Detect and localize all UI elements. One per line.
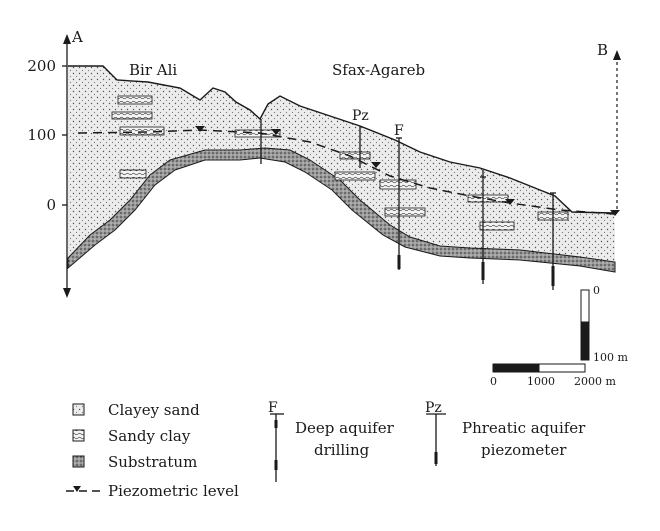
substratum-layer [67,147,616,273]
horizontal-scale-bar [492,363,586,373]
place-bir-ali: Bir Ali [129,61,177,79]
legend-phreatic-symbol-label: Pz [425,400,442,416]
legend-deep-well-line1: Deep aquifer [295,419,395,437]
legend-swatch-piezometric [66,486,100,492]
tick-label-100: 100 [27,126,56,144]
legend-deep-well-icon [270,413,284,482]
legend-phreatic-icon [426,413,446,466]
section-end-label: B [597,41,608,59]
well-label-pz: Pz [352,108,369,124]
place-sfax-agareb: Sfax-Agareb [332,61,425,79]
legend-deep-well-symbol-label: F [268,400,278,416]
legend-swatch-sandy-clay [72,429,85,442]
legend-sandy-clay: Sandy clay [108,427,191,445]
horizontal-scale-2000: 2000 m [574,375,616,388]
elevation-axis [62,34,71,298]
legend-substratum: Substratum [108,453,197,471]
section-end-marker [613,50,621,212]
piezometric-level-markers [195,126,620,216]
horizontal-scale-0: 0 [490,375,497,388]
clayey-sand-layer [68,66,615,262]
ground-surface-line [68,65,615,214]
legend-swatch-clayey-sand [72,403,85,416]
well-label-f: F [394,123,404,139]
horizontal-scale-1000: 1000 [527,375,555,388]
tick-label-200: 200 [27,57,56,75]
legend-phreatic-line2: piezometer [481,441,567,459]
vertical-scale-bar [580,289,590,361]
well-screens [397,255,555,286]
piezometric-level-line [77,129,615,215]
legend-swatch-substratum [72,455,85,468]
legend-deep-well-line2: drilling [314,441,370,459]
section-start-label: A [71,28,83,46]
legend-piezometric-level: Piezometric level [108,482,239,500]
legend: Clayey sand Sandy clay Substratum Piezom… [66,400,586,500]
vertical-scale-top: 0 [593,284,600,297]
legend-phreatic-line1: Phreatic aquifer [462,419,586,437]
vertical-scale-bottom: 100 m [593,351,628,364]
tick-label-0: 0 [46,196,56,214]
legend-clayey-sand: Clayey sand [108,401,200,419]
